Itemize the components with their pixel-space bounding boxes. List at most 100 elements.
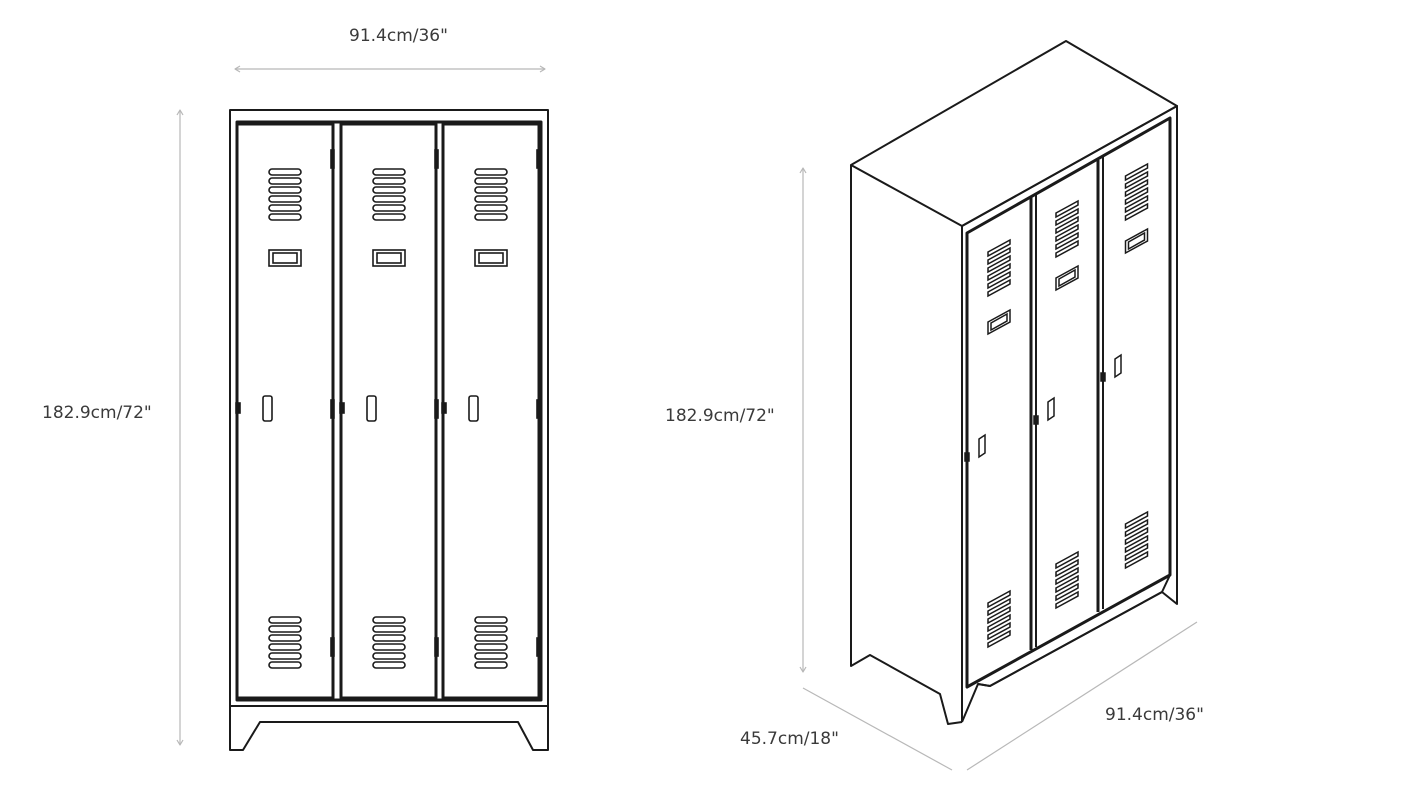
door-lock — [1033, 415, 1039, 425]
vent-louver — [987, 246, 1011, 266]
vent-louver — [1055, 199, 1079, 219]
vent-louver — [372, 625, 406, 633]
vent-louver — [1124, 170, 1149, 190]
vent-louver — [1124, 194, 1149, 214]
vent-louver — [987, 621, 1011, 641]
vent-louver — [372, 616, 406, 624]
vent-louver — [268, 186, 302, 194]
vent-louver — [474, 177, 508, 185]
vent-louver — [268, 213, 302, 221]
vent-louver — [1055, 574, 1079, 594]
vent-louvers-top — [474, 168, 508, 221]
vent-louver — [1055, 558, 1079, 578]
iso-door — [1033, 199, 1079, 610]
iso-width-dimension-line — [966, 621, 1198, 771]
vent-louver — [1055, 582, 1079, 602]
door-hinge — [536, 637, 541, 657]
door-hinge — [330, 637, 335, 657]
door-handle — [366, 395, 377, 422]
name-plate — [474, 249, 508, 267]
vent-louver — [372, 643, 406, 651]
name-plate — [268, 249, 302, 267]
vent-louver — [1055, 550, 1079, 570]
vent-louver — [474, 661, 508, 669]
vent-louver — [987, 270, 1011, 290]
vent-louver — [1055, 239, 1079, 259]
vent-louver — [474, 652, 508, 660]
vent-louver — [474, 204, 508, 212]
vent-louver — [987, 605, 1011, 625]
front-width-dimension-line — [234, 65, 546, 73]
vent-louver — [987, 278, 1011, 298]
vent-louver — [474, 186, 508, 194]
iso-view-doors — [964, 162, 1149, 649]
vent-louver — [372, 634, 406, 642]
vent-louvers-bottom — [987, 589, 1011, 649]
door-handle — [978, 433, 986, 459]
vent-louver — [268, 661, 302, 669]
door-lock — [441, 402, 447, 414]
vent-louver — [1055, 215, 1079, 235]
vent-louver — [1124, 162, 1149, 182]
vent-louvers-top — [987, 238, 1011, 298]
vent-louver — [268, 652, 302, 660]
front-height-label: 182.9cm/72" — [42, 403, 152, 423]
name-plate — [1124, 227, 1149, 255]
door-handle — [1114, 353, 1122, 379]
vent-louver — [987, 254, 1011, 274]
iso-view-cabinet — [850, 40, 1178, 725]
vent-louver — [1055, 590, 1079, 610]
door-hinge — [434, 399, 439, 419]
vent-louvers-bottom — [372, 616, 406, 669]
door-hinge — [434, 149, 439, 169]
door-hinge — [330, 149, 335, 169]
vent-louver — [268, 616, 302, 624]
vent-louvers-top — [1055, 199, 1079, 259]
iso-depth-label: 45.7cm/18" — [740, 729, 839, 749]
vent-louver — [268, 643, 302, 651]
vent-louver — [372, 661, 406, 669]
vent-louver — [474, 625, 508, 633]
front-door — [339, 149, 439, 669]
door-hinge — [536, 399, 541, 419]
vent-louver — [987, 589, 1011, 609]
vent-louvers-bottom — [1124, 510, 1149, 570]
vent-louver — [372, 195, 406, 203]
vent-louver — [268, 625, 302, 633]
vent-louver — [372, 652, 406, 660]
front-width-label: 91.4cm/36" — [349, 26, 448, 46]
vent-louvers-bottom — [1055, 550, 1079, 610]
vent-louver — [372, 186, 406, 194]
door-lock — [1100, 372, 1106, 382]
front-height-dimension-line — [176, 109, 184, 746]
vent-louver — [987, 613, 1011, 633]
vent-louver — [474, 616, 508, 624]
vent-louver — [474, 634, 508, 642]
door-hinge — [434, 637, 439, 657]
vent-louver — [1055, 223, 1079, 243]
vent-louver — [1055, 566, 1079, 586]
vent-louver — [987, 238, 1011, 258]
vent-louver — [1124, 534, 1149, 554]
vent-louver — [474, 643, 508, 651]
vent-louver — [372, 177, 406, 185]
vent-louver — [268, 168, 302, 176]
iso-depth-dimension-line — [802, 687, 953, 771]
door-handle — [1047, 396, 1055, 422]
front-view-cabinet — [229, 109, 549, 751]
vent-louver — [372, 204, 406, 212]
vent-louver — [987, 262, 1011, 282]
door-lock — [964, 452, 970, 462]
vent-louver — [474, 213, 508, 221]
vent-louver — [987, 629, 1011, 649]
vent-louvers-top — [268, 168, 302, 221]
vent-louvers-bottom — [268, 616, 302, 669]
vent-louver — [1055, 207, 1079, 227]
vent-louvers-bottom — [474, 616, 508, 669]
name-plate — [987, 308, 1011, 336]
vent-louver — [987, 597, 1011, 617]
vent-louver — [474, 195, 508, 203]
vent-louvers-top — [1124, 162, 1149, 222]
